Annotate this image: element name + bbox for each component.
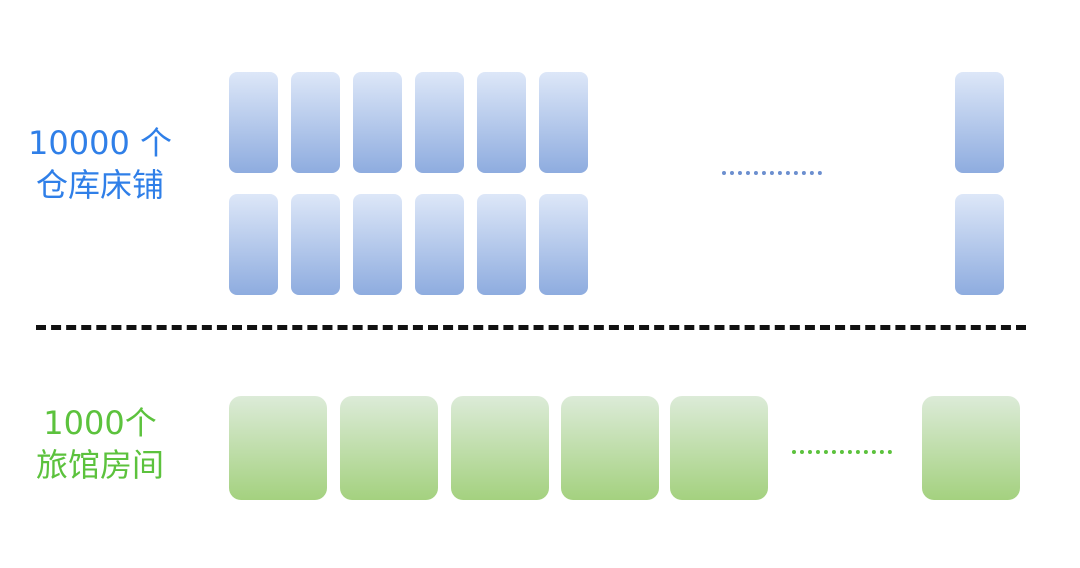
- warehouse-beds-label-line-1: 10000 个: [28, 124, 172, 162]
- warehouse-beds-label: 10000 个 仓库床铺: [10, 122, 190, 206]
- warehouse-bed: [291, 72, 340, 173]
- hotel-room: [229, 396, 327, 500]
- warehouse-beds-ellipsis: [722, 171, 822, 175]
- warehouse-bed: [477, 194, 526, 295]
- hotel-room: [922, 396, 1020, 500]
- warehouse-bed: [353, 72, 402, 173]
- warehouse-bed: [353, 194, 402, 295]
- warehouse-bed: [229, 194, 278, 295]
- hotel-rooms-ellipsis: [792, 450, 892, 454]
- dashed-divider: [36, 325, 1026, 330]
- warehouse-bed: [477, 72, 526, 173]
- warehouse-bed: [539, 194, 588, 295]
- hotel-rooms-label-line-2: 旅馆房间: [35, 446, 164, 484]
- warehouse-bed: [955, 194, 1004, 295]
- hotel-rooms-label: 1000个 旅馆房间: [10, 402, 190, 486]
- warehouse-bed: [291, 194, 340, 295]
- warehouse-bed: [415, 194, 464, 295]
- warehouse-beds-label-line-2: 仓库床铺: [35, 166, 164, 204]
- hotel-room: [451, 396, 549, 500]
- hotel-room: [561, 396, 659, 500]
- warehouse-bed: [229, 72, 278, 173]
- warehouse-bed: [539, 72, 588, 173]
- hotel-rooms-label-line-1: 1000个: [43, 404, 157, 442]
- warehouse-bed: [415, 72, 464, 173]
- warehouse-bed: [955, 72, 1004, 173]
- hotel-room: [670, 396, 768, 500]
- hotel-room: [340, 396, 438, 500]
